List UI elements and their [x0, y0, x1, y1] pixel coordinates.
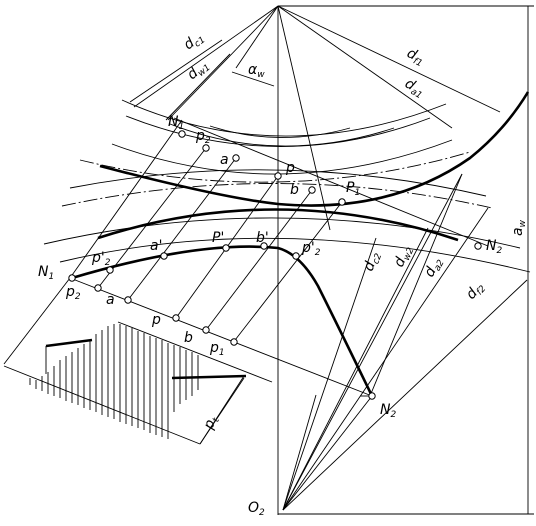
arc-da1: [111, 139, 453, 175]
point-p2-prime: [106, 266, 114, 274]
gear2-rays: [282, 173, 528, 511]
point-a-top: [232, 154, 240, 162]
point-N2-low: [368, 392, 376, 400]
point-p-top: [274, 172, 282, 180]
gear2-arcs: [43, 169, 531, 273]
point-p1-low: [230, 338, 238, 346]
ray-o2-1: [282, 173, 463, 511]
ray-right2: [277, 5, 453, 129]
center-axis-group: [277, 5, 534, 515]
arc-dw1-b: [169, 123, 395, 147]
label-dc2: dc2: [361, 249, 385, 274]
profile-gear1: [99, 91, 530, 207]
label-N2-low: N2: [380, 402, 396, 420]
label-dalpha1b: da1: [401, 76, 427, 102]
label-alpha-w: αw: [248, 62, 265, 80]
ray-o2-4: [282, 237, 377, 511]
arc-gear2-4: [59, 237, 531, 273]
point-P1: [338, 198, 346, 206]
ray-right1: [277, 5, 501, 113]
label-b-top: b: [290, 182, 299, 198]
arc-small: [209, 125, 351, 138]
point-b-top: [308, 186, 316, 194]
mesh-points: [68, 130, 482, 400]
label-P1: P1: [346, 180, 360, 198]
parallel-2: [97, 147, 207, 289]
profile-gear2: [97, 208, 459, 242]
dim-alpha-arc: [231, 71, 275, 87]
parallel-5: [205, 189, 313, 331]
label-N1-top: N1: [168, 114, 184, 132]
parallel-6: [231, 201, 343, 345]
point-N2-right: [474, 242, 482, 250]
dimension-lines: [129, 39, 275, 445]
ray-dw1: [167, 5, 279, 121]
label-b-prime: b': [256, 230, 269, 246]
label-a-prime: a': [150, 238, 162, 254]
label-b-low: b: [184, 330, 193, 346]
label-dw1: dw1: [184, 57, 212, 85]
arc-gear2-1: [69, 169, 487, 197]
action-lines: [3, 117, 489, 445]
label-da2: da2: [421, 254, 446, 280]
gear1-rays: [133, 5, 501, 231]
label-pt: pt: [200, 414, 222, 433]
label-dw2: dw2: [391, 243, 416, 271]
label-N2-right: N2: [486, 238, 502, 256]
parallel-7: [369, 173, 463, 397]
label-a-low: a: [106, 292, 115, 308]
contact-path: [71, 245, 374, 397]
label-O2: O2: [248, 500, 265, 518]
label-aw: aw: [510, 219, 528, 236]
dim-dw1: [165, 53, 231, 121]
point-N1-left: [68, 274, 76, 282]
point-p2-prime-right: [292, 252, 300, 260]
tooth-profiles: [71, 91, 530, 397]
label-p1-low: p1: [209, 340, 225, 358]
label-p2-prime-left: p'2: [91, 250, 111, 268]
point-b-prime: [260, 242, 268, 250]
arc-gear2-dash: [61, 183, 493, 209]
ray-o2-3: [282, 227, 429, 511]
point-p-low: [172, 314, 180, 322]
ray-o2-6: [282, 395, 373, 511]
label-dalpha1: df1: [403, 45, 427, 69]
point-b-low: [202, 326, 210, 334]
point-a-low: [124, 296, 132, 304]
dim-pt: [199, 377, 245, 445]
label-p2-top: p2: [195, 128, 211, 146]
label-p2-prime-right: p'2: [301, 240, 321, 258]
point-P-prime: [222, 244, 230, 252]
parallel-8: [3, 277, 71, 365]
point-N1-top: [178, 130, 186, 138]
arc-gear2-3: [43, 217, 521, 249]
ray-to-p: [277, 5, 331, 231]
label-p2-low: p2: [65, 284, 81, 302]
label-P-prime: P': [212, 230, 224, 246]
line-n1-n2: [69, 277, 373, 397]
arc-df1-dash: [79, 151, 471, 183]
ray-dc1: [133, 5, 279, 108]
line-of-action: [173, 117, 489, 247]
ray-o2-7: [282, 394, 317, 511]
point-p2-low: [94, 284, 102, 292]
label-p-top: p: [285, 160, 295, 176]
label-dc1: dc1: [181, 29, 207, 55]
parallel-1: [69, 119, 183, 279]
label-a-top: a: [220, 152, 229, 168]
point-a-prime: [160, 252, 168, 260]
ray-alpha: [235, 5, 279, 69]
arc-dw1-a: [125, 115, 431, 147]
label-N1-left: N1: [38, 264, 54, 282]
diagram-labels: N1 p2 a p b P1 a' P' b' p'2 p'2 N1 p2 a …: [38, 29, 528, 518]
ray-o2-5: [282, 279, 528, 511]
arc-dc1: [121, 99, 447, 137]
label-p-low: p: [151, 312, 161, 328]
dim-dc1: [129, 39, 223, 103]
parallel-3: [127, 157, 237, 301]
label-df2: df2: [463, 279, 488, 304]
point-p2-top: [202, 144, 210, 152]
